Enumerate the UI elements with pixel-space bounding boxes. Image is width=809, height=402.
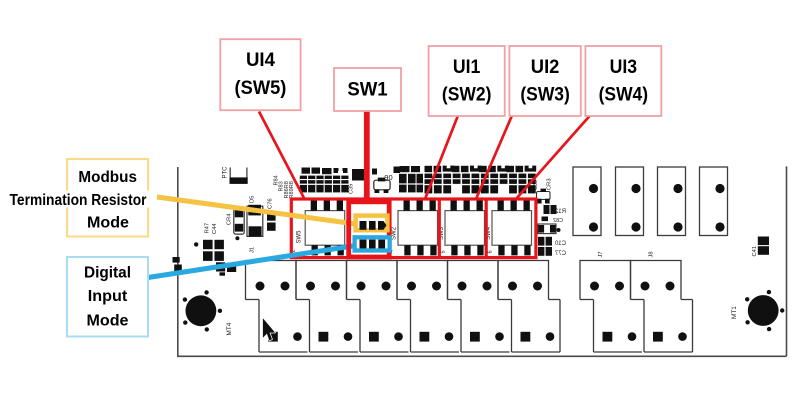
svg-text:2: 2 (291, 249, 297, 252)
svg-text:UI2: UI2 (531, 56, 560, 78)
svg-text:(SW4): (SW4) (599, 84, 649, 106)
svg-text:Termination Resistor: Termination Resistor (10, 192, 147, 209)
svg-text:UI4: UI4 (246, 49, 275, 71)
svg-text:(SW3): (SW3) (520, 84, 570, 106)
svg-text:J8: J8 (649, 251, 655, 257)
svg-text:4: 4 (389, 250, 395, 253)
svg-text:C44: C44 (212, 223, 218, 234)
svg-text:Mode: Mode (87, 215, 129, 232)
svg-text:SW2: SW2 (391, 226, 397, 240)
svg-text:R84: R84 (274, 175, 280, 185)
svg-text:UI3: UI3 (610, 56, 638, 78)
svg-text:MT4: MT4 (226, 322, 233, 335)
svg-text:R83: R83 (279, 181, 285, 191)
svg-text:C55: C55 (533, 180, 539, 190)
svg-text:J7: J7 (598, 251, 604, 257)
svg-text:SW5: SW5 (297, 230, 303, 244)
svg-text:Input: Input (88, 288, 128, 305)
svg-text:R89R8: R89R8 (289, 181, 295, 198)
svg-text:CR4: CR4 (227, 213, 233, 225)
svg-text:R12: R12 (554, 209, 566, 215)
svg-text:6: 6 (488, 250, 494, 253)
svg-text:SW4: SW4 (486, 226, 492, 240)
svg-text:MT1: MT1 (731, 306, 738, 319)
svg-text:Mode: Mode (87, 312, 129, 329)
svg-text:Digital: Digital (84, 264, 131, 281)
svg-text:J1: J1 (250, 247, 256, 253)
svg-text:(SW5): (SW5) (235, 77, 287, 99)
svg-text:UI1: UI1 (453, 56, 481, 78)
svg-text:90: 90 (384, 173, 392, 182)
svg-text:C76: C76 (268, 198, 274, 209)
svg-text:C41: C41 (752, 246, 758, 257)
svg-text:5: 5 (441, 250, 447, 253)
svg-text:D5: D5 (250, 196, 256, 203)
svg-text:(SW2): (SW2) (442, 84, 492, 106)
svg-text:CR3: CR3 (547, 178, 553, 190)
svg-text:R86R8: R86R8 (284, 181, 290, 198)
svg-text:PTC: PTC (223, 166, 229, 179)
svg-text:Modbus: Modbus (78, 169, 137, 186)
svg-text:R47: R47 (205, 223, 211, 234)
svg-text:C10: C10 (554, 241, 566, 247)
svg-text:C39: C39 (349, 184, 355, 194)
svg-text:SW1: SW1 (347, 79, 387, 101)
svg-text:SW3: SW3 (439, 226, 445, 240)
svg-text:C77: C77 (554, 251, 566, 257)
svg-text:C82: C82 (553, 218, 563, 224)
